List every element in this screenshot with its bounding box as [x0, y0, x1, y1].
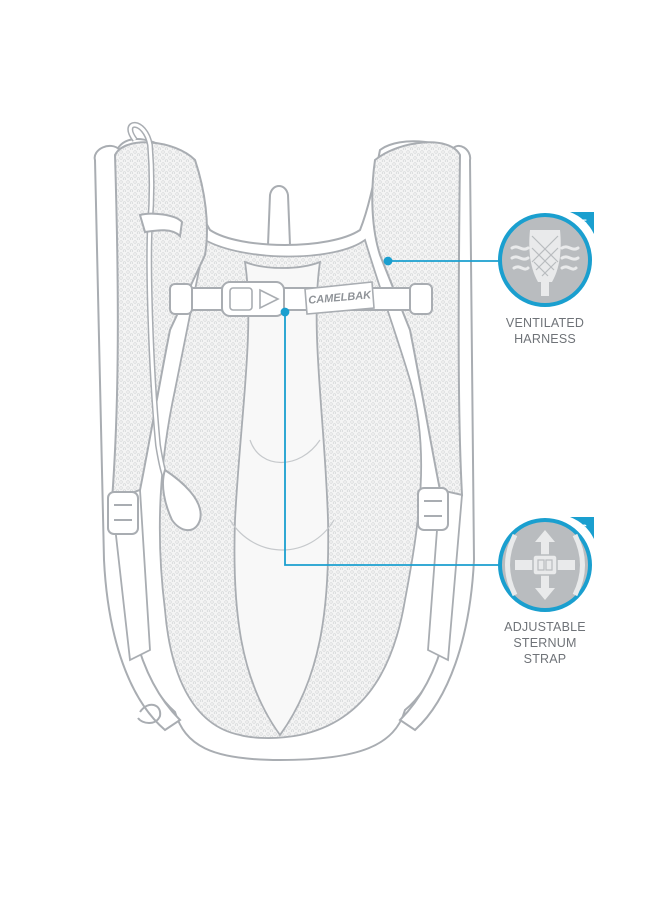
callout-lines [280, 256, 500, 566]
feature-6-label-line: STERNUM [513, 636, 577, 650]
feature-6-label: ADJUSTABLE STERNUM STRAP [475, 619, 615, 667]
feature-5-label: VENTILATED HARNESS [475, 315, 615, 347]
adjustable-strap-icon [505, 530, 585, 600]
right-strap-buckle [417, 487, 449, 531]
sternum-strap [174, 287, 428, 311]
feature-6-badge: 6 [498, 517, 594, 612]
feature-6-number: 6 [581, 523, 587, 535]
center-air-channel [233, 260, 330, 737]
sternum-buckle [221, 281, 285, 317]
feature-5-label-line: VENTILATED [505, 316, 585, 330]
ventilated-mesh-icon [510, 230, 580, 296]
left-side-panel [93, 144, 182, 732]
feature-5-label-line: HARNESS [514, 332, 576, 346]
left-strap-buckle [107, 491, 139, 535]
left-shoulder-strap [110, 141, 208, 502]
right-shoulder-strap [371, 141, 464, 497]
bite-valve [162, 468, 202, 532]
feature-5-badge: 5 [498, 212, 594, 307]
brand-logo-text: CAMELBAK [308, 289, 373, 307]
feature-6-label-line: STRAP [523, 652, 567, 666]
hang-loop [267, 185, 291, 246]
logo-patch [304, 281, 375, 315]
feature-5-number: 5 [581, 218, 587, 230]
feature-6-label-line: ADJUSTABLE [504, 620, 586, 634]
